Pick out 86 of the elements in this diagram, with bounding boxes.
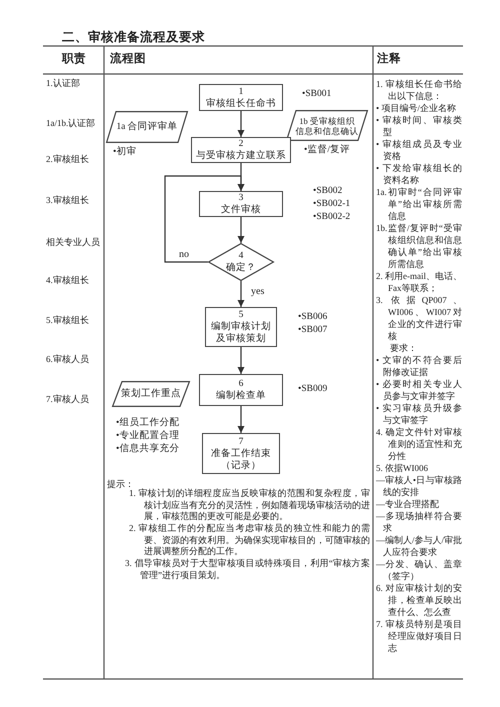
side-note: •SB002-2 [313, 211, 350, 223]
edge-label: no [178, 249, 190, 260]
role-label: 6.审核人员 [46, 353, 89, 365]
side-note: •SB006 [298, 311, 328, 323]
flow-arrow [164, 175, 244, 263]
role-label: 相关专业人员 [46, 236, 100, 248]
process-box [199, 84, 283, 111]
role-label: 2.审核组长 [46, 153, 89, 165]
step-label: 审核组长任命书 [206, 98, 276, 110]
step-number: 3 [238, 192, 244, 204]
tip-text: 2. 审核组工作的分配应当考虑审核员的独立性和能力的需要、资源的有效利用。为确保实现审核目的，可随审核的进展调整所分配的工作。 [129, 523, 370, 558]
note-text: 7. 审核员特别是项目经理应做好项目日志 [376, 618, 462, 654]
note-text: 2. 利用e-mail、电话、Fax等联系； [376, 270, 462, 294]
note-text: • 项目编号/企业名称 [376, 102, 457, 114]
step-label: 编制检查单 [216, 390, 266, 402]
role-label: 5.审核组长 [46, 314, 89, 326]
step-label: 编制审核计划及审核策划 [211, 321, 271, 345]
flow-arrow [238, 111, 244, 137]
document-parallelogram [286, 110, 368, 141]
column-header: 注释 [377, 53, 401, 65]
note-text: 1a.初审时“合同评审单”给出审核所需信息 [376, 186, 462, 222]
role-label: 4.审核组长 [46, 274, 89, 286]
page-title: 二、审核准备流程及要求 [62, 29, 205, 46]
step-number: 7 [238, 436, 244, 448]
process-box [191, 137, 291, 163]
note-text: —审核人•日与审核路线的安排 [376, 474, 462, 498]
role-label: 1a/1b.认证部 [46, 117, 96, 129]
step-number: 4 [238, 250, 244, 262]
side-note: •组员工作分配 [116, 417, 180, 429]
side-note: •监督/复评 [304, 144, 350, 156]
column-header: 流程图 [110, 53, 146, 65]
tips-heading: 提示： [107, 478, 134, 490]
step-label: 准备工作结束（记录） [210, 448, 272, 472]
note-text: • 必要时相关专业人员参与文审并签字 [376, 378, 462, 402]
side-note: •SB009 [298, 383, 328, 395]
process-box [199, 374, 283, 406]
flow-arrow [238, 347, 244, 374]
side-note: •SB007 [298, 324, 328, 336]
note-text: • 审核时间、审核类型 [376, 114, 462, 138]
decision-label: 确定？ [226, 262, 256, 274]
side-note: •SB002-1 [313, 198, 350, 210]
step-label: 与受审核方建立联系 [196, 150, 286, 162]
note-text: 3. 依据QP007、WI006、WI007对企业的文件进行审核 [376, 294, 462, 342]
note-text: —多现场抽样符合要求 [376, 510, 462, 534]
document-label: 策划工作重点 [121, 388, 181, 400]
flow-arrow [238, 406, 244, 433]
process-box [202, 433, 280, 474]
note-text: 1. 审核组长任命书给出以下信息： [376, 78, 462, 102]
column-header: 职责 [62, 53, 86, 65]
note-text: —分发、确认、盖章（签字） [376, 558, 462, 582]
step-number: 5 [238, 309, 244, 321]
note-text: —编制人/参与人/审批人应符合要求 [376, 534, 462, 558]
process-box [205, 307, 277, 347]
step-number: 2 [238, 138, 244, 150]
document-label: 1b 受审核组织信息和信息确认 [295, 116, 359, 136]
document-parallelogram [112, 381, 190, 407]
side-note: •初审 [113, 146, 136, 158]
process-box [199, 191, 283, 217]
note-text: —专业合理搭配 [376, 498, 440, 510]
tip-text: 1. 审核计划的详细程度应当反映审核的范围和复杂程度，审核计划应当有充分的灵活性，例如随着现场审核活动的进展，审核范围的更改可能是必要的。 [129, 488, 370, 524]
document-parallelogram [106, 111, 188, 143]
edge-label: yes [250, 286, 266, 297]
note-text: • 下发给审核组长的资料名称 [376, 162, 462, 186]
note-text: 4. 确定文件针对审核准则的适宜性和充分性 [376, 426, 462, 462]
note-text: • 实习审核员升级参与文审签字 [376, 402, 462, 426]
step-number: 6 [238, 378, 244, 390]
step-label: 文件审核 [221, 204, 261, 216]
note-text: 要求： [389, 342, 418, 354]
role-label: 3.审核组长 [46, 194, 89, 206]
note-text: • 文审的不符合要后附修改证据 [376, 354, 462, 378]
decision-diamond [208, 243, 274, 281]
tip-text: 3. 倡导审核员对于大型审核项目或特殊项目，利用“审核方案管理”进行项目策划。 [125, 558, 370, 582]
note-text: 6. 对应审核计划的安排，检查单反映出查什么、怎么查 [376, 582, 462, 618]
role-label: 1.认证部 [46, 77, 80, 89]
step-number: 1 [238, 86, 244, 98]
side-note: •专业配置合理 [116, 430, 180, 442]
side-note: •SB002 [313, 185, 342, 197]
flow-arrow [238, 217, 244, 243]
note-text: 5. 依据WI006 [376, 462, 429, 474]
note-text: • 审核组成员及专业资格 [376, 138, 462, 162]
side-note: •SB001 [302, 88, 332, 100]
flow-arrow [238, 281, 244, 307]
side-note: •信息共享充分 [116, 443, 180, 455]
note-text: 1b.监督/复评时“受审核组织信息和信息确认单”给出审核所需信息 [376, 222, 462, 270]
role-label: 7.审核人员 [46, 393, 89, 405]
document-label: 1a 合同评审单 [116, 121, 178, 133]
